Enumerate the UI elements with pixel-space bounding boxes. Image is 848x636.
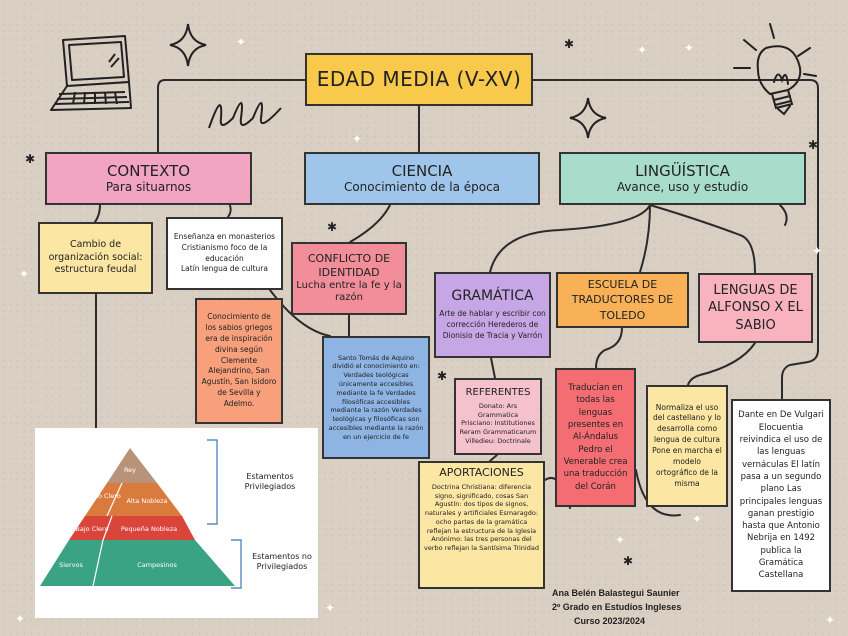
credits-course: Curso 2023/2024 [574,615,646,626]
ensenanza-box: Enseñanza en monasterios Cristianismo fo… [166,217,283,290]
conflicto-box: CONFLICTO DE IDENTIDAD Lucha entre la fe… [291,242,407,315]
pyramid-label-alto-clero: Alto Clero [89,492,121,500]
credits-degree: 2º Grado en Estudios Ingleses [552,601,682,612]
santo-tomas-box: Santo Tomás de Aquino dividió el conocim… [322,336,430,459]
sparkle-icon [569,97,607,139]
star-icon: ✦ [236,35,247,49]
linguistica-subtitle: Avance, uso y estudio [616,180,749,195]
star-icon: ✱ [623,554,634,568]
contexto-box: CONTEXTO Para situarnos [45,152,252,205]
pyramid-label-siervos: Siervos [59,561,83,569]
star-icon: ✦ [684,41,695,55]
ensenanza-line: Enseñanza en monasterios [173,231,276,241]
traducian-box: Traducían en todas las lenguas presentes… [555,368,636,507]
star-icon: ✦ [825,613,836,627]
ensenanza-line: Latín lengua de cultura [181,264,268,274]
referentes-line: Reram Grammaticarum [459,428,537,437]
credits-author: Ana Belén Balastegui Saunier [552,588,680,598]
referentes-title: REFERENTES [465,387,531,399]
main-title: EDAD MEDIA (V-XV) [316,67,522,91]
conflicto-title: CONFLICTO DE IDENTIDAD [307,252,391,279]
cambio-box: Cambio de organización social: estructur… [38,222,153,294]
pyramid-level-base [40,540,235,586]
pyramid-level-alta [85,483,182,516]
star-icon: ✦ [19,267,30,281]
traducian-text: Traducían en todas las lenguas presentes… [563,383,628,492]
aportaciones-title: APORTACIONES [439,466,524,479]
cambio-text: Cambio de organización social: estructur… [48,238,143,276]
referentes-line: Villedieu: Doctrinale [465,436,531,445]
star-icon: ✦ [692,512,703,526]
ciencia-subtitle: Conocimiento de la época [343,180,501,195]
star-icon: ✦ [15,612,26,626]
contexto-subtitle: Para situarnos [105,180,192,195]
feudal-pyramid-panel: Rey Alto Clero Alta Nobleza Bajo Clero P… [35,428,318,618]
gramatica-box: GRAMÁTICA Arte de hablar y escribir con … [434,272,551,358]
squiggle-icon [208,102,282,129]
santo-tomas-text: Santo Tomás de Aquino dividió el conocim… [328,353,424,441]
normaliza-box: Normaliza el uso del castellano y lo des… [646,385,728,507]
pyramid-level-rey [107,448,157,483]
escuela-title: ESCUELA DE TRADUCTORES DE TOLEDO [571,277,674,322]
linguistica-title: LINGÜÍSTICA [635,161,730,180]
referentes-line: Donato: Ars Grammatica [477,401,519,419]
ciencia-title: CIENCIA [391,161,453,180]
sparkle-icon [169,23,207,67]
gramatica-text: Arte de hablar y escribir con corrección… [439,308,546,340]
star-icon: ✦ [325,601,336,615]
group-label-no-privilegiados: Estamentos no Privilegiados [252,552,312,572]
dante-box: Dante en De Vulgari Elocuentia reivindic… [731,399,831,592]
lightbulb-icon [733,23,817,116]
star-icon: ✦ [812,244,823,258]
pyramid-label-alta-nobleza: Alta Nobleza [126,497,167,505]
group-label-privilegiados: Estamentos Privilegiados [244,472,296,492]
star-icon: ✱ [25,152,36,166]
main-title-box: EDAD MEDIA (V-XV) [305,53,533,106]
star-icon: ✦ [352,132,363,146]
pyramid-label-rey: Rey [124,466,136,474]
aportaciones-text: Doctrina Christiana: diferencia signo, s… [424,482,539,553]
star-icon: ✱ [808,138,819,152]
star-icon: ✱ [564,37,575,51]
ensenanza-line: Cristianismo foco de la educación [181,242,268,263]
credits: Ana Belén Balastegui Saunier 2º Grado en… [552,587,732,629]
pyramid-label-bajo-clero: Bajo Clero [75,525,108,533]
conocimiento-text: Conocimiento de los sabios griegos era d… [201,312,277,409]
conocimiento-box: Conocimiento de los sabios griegos era d… [195,298,283,424]
feudal-pyramid: Rey Alto Clero Alta Nobleza Bajo Clero P… [40,439,312,589]
pyramid-label-pequena-nobleza: Pequeña Nobleza [121,525,177,533]
alfonso-title: LENGUAS DE ALFONSO X EL SABIO [708,282,803,333]
contexto-title: CONTEXTO [106,161,191,180]
laptop-icon [50,35,132,111]
pyramid-level-baja [69,516,195,540]
linguistica-box: LINGÜÍSTICA Avance, uso y estudio [559,152,806,205]
star-icon: ✦ [637,43,648,57]
ciencia-box: CIENCIA Conocimiento de la época [304,152,540,205]
escuela-box: ESCUELA DE TRADUCTORES DE TOLEDO [556,272,689,328]
dante-text: Dante en De Vulgari Elocuentia reivindic… [738,410,824,581]
alfonso-box: LENGUAS DE ALFONSO X EL SABIO [698,273,813,343]
star-icon: ✱ [437,369,448,383]
star-icon: ✦ [615,533,626,547]
aportaciones-box: APORTACIONES Doctrina Christiana: difere… [418,461,545,589]
referentes-box: REFERENTES Donato: Ars Grammatica Prisci… [454,378,542,455]
gramatica-title: GRAMÁTICA [451,288,534,305]
normaliza-text: Normaliza el uso del castellano y lo des… [652,402,722,488]
pyramid-label-campesinos: Campesinos [137,561,177,569]
referentes-line: Prisciano: Institutiones [461,419,535,428]
conflicto-subtitle: Lucha entre la fe y la razón [296,279,402,304]
star-icon: ✱ [327,220,338,234]
